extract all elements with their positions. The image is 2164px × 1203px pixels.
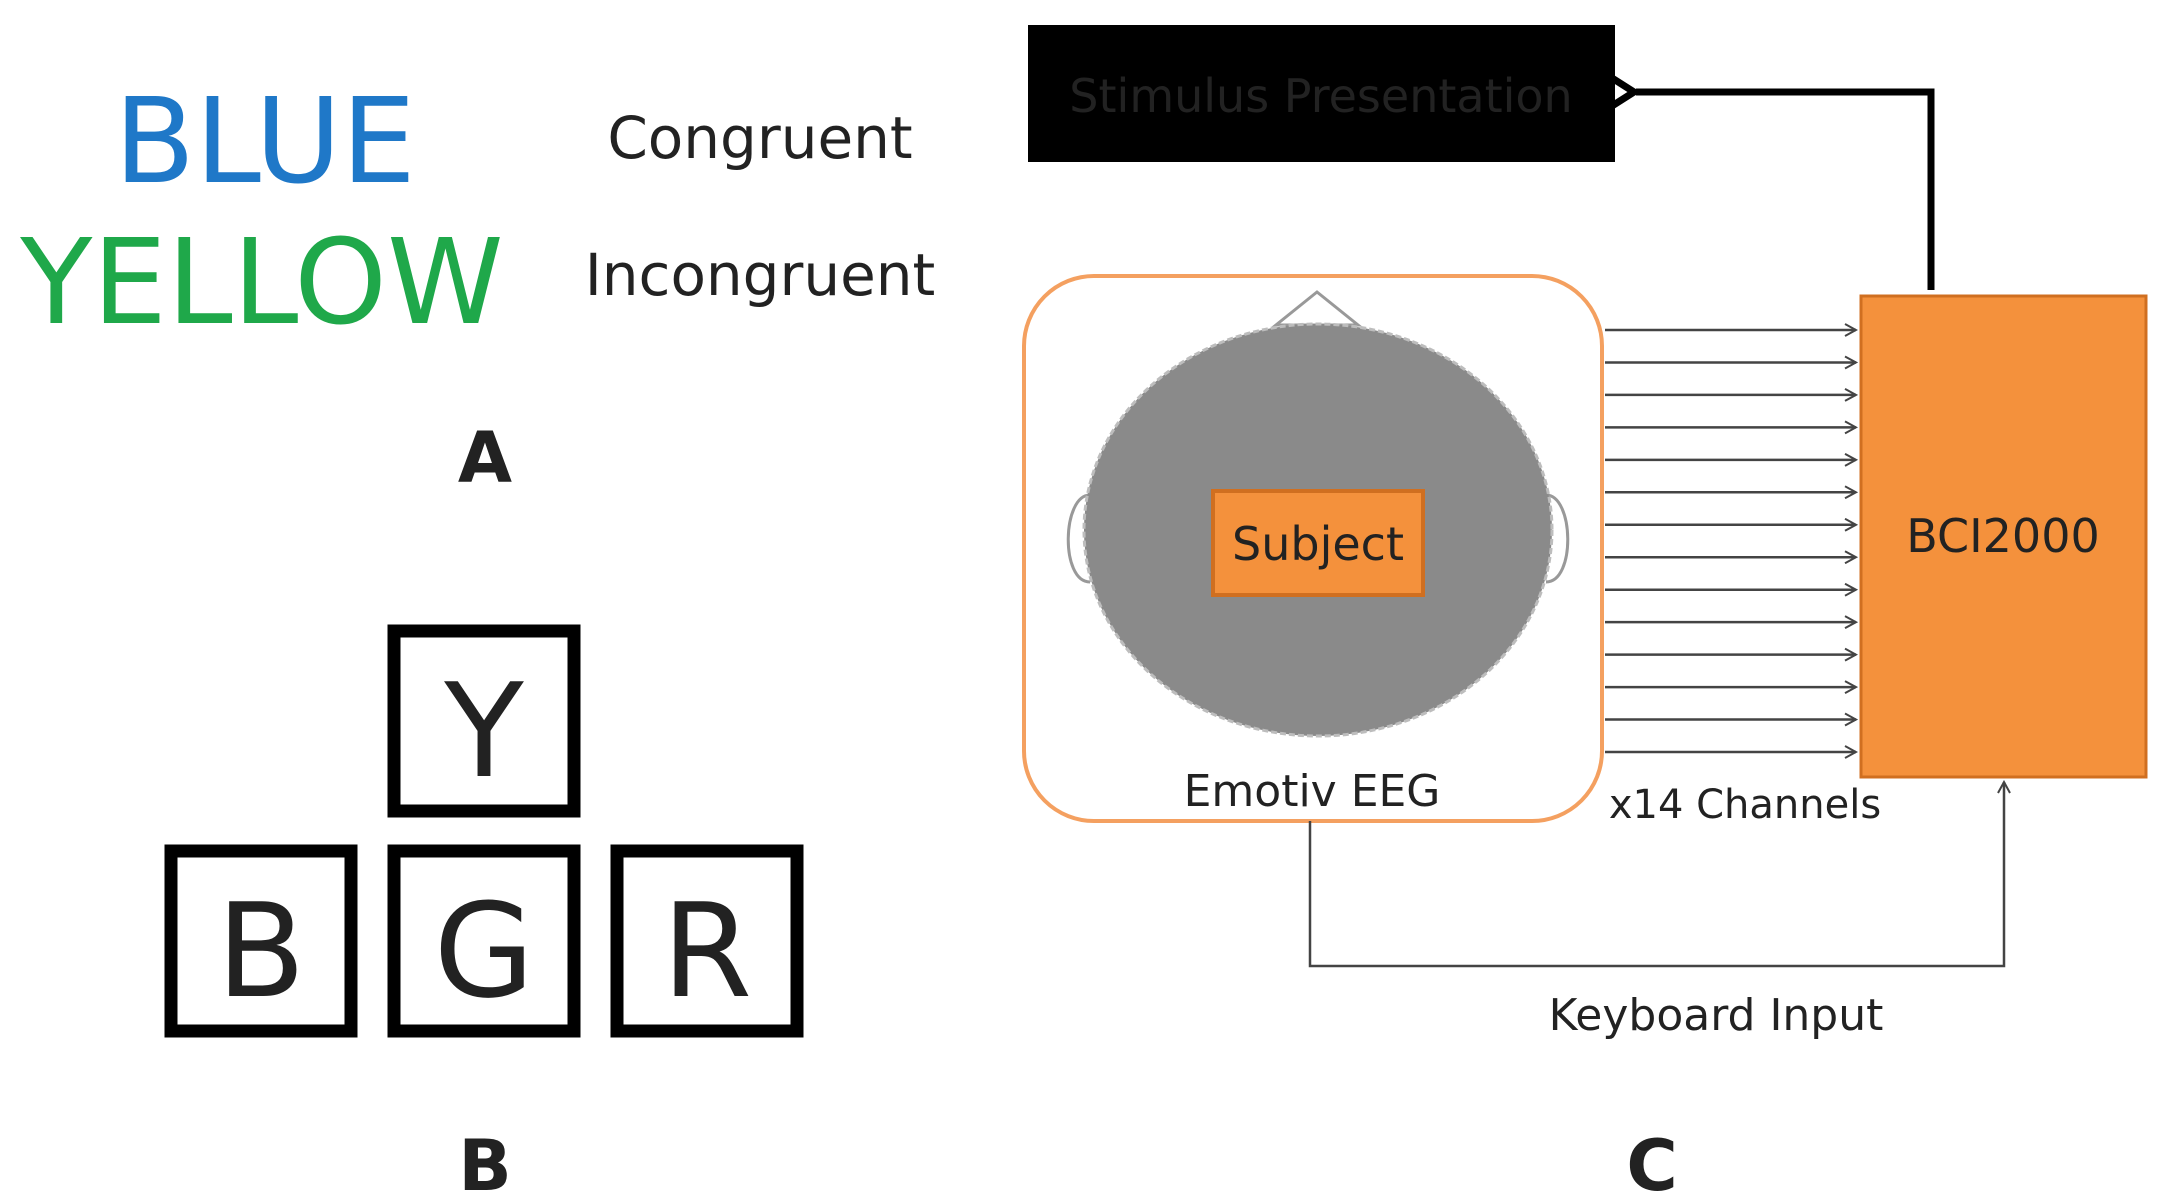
panel-a: BLUE Congruent YELLOW Incongruent A <box>19 72 935 499</box>
incongruent-word: YELLOW <box>19 213 503 351</box>
subject-box: Subject <box>1211 489 1425 597</box>
congruent-label: Congruent <box>607 104 912 172</box>
key-g-letter: G <box>434 875 535 1027</box>
key-y: Y <box>387 624 581 818</box>
key-r-letter: R <box>662 875 752 1027</box>
panel-b-label: B <box>458 1125 511 1203</box>
key-r: R <box>610 844 804 1038</box>
panel-c-label: C <box>1626 1125 1677 1203</box>
key-b-letter: B <box>216 875 305 1027</box>
eeg-label: Emotiv EEG <box>1184 766 1441 817</box>
keyboard-input-arrow <box>1308 782 2004 968</box>
congruent-word: BLUE <box>114 72 416 210</box>
key-g: G <box>387 844 581 1038</box>
feedback-arrow <box>1636 92 1935 290</box>
stimulus-label: Stimulus Presentation <box>1069 69 1572 123</box>
bci2000-label: BCI2000 <box>1906 509 2100 563</box>
panel-c: Stimulus Presentation Subject Emotiv EEG… <box>1022 25 2148 1203</box>
keyboard-label: Keyboard Input <box>1549 990 1884 1041</box>
key-y-letter: Y <box>443 655 524 807</box>
channel-arrows <box>1605 330 1856 752</box>
stimulus-presentation-box: Stimulus Presentation <box>1028 25 1615 162</box>
incongruent-label: Incongruent <box>585 241 936 309</box>
panel-a-label: A <box>458 417 512 499</box>
bci2000-box: BCI2000 <box>1859 294 2148 779</box>
key-b: B <box>164 844 358 1038</box>
subject-label: Subject <box>1232 517 1404 571</box>
panel-b: Y B G R B <box>164 624 804 1203</box>
channels-label: x14 Channels <box>1609 782 1881 828</box>
